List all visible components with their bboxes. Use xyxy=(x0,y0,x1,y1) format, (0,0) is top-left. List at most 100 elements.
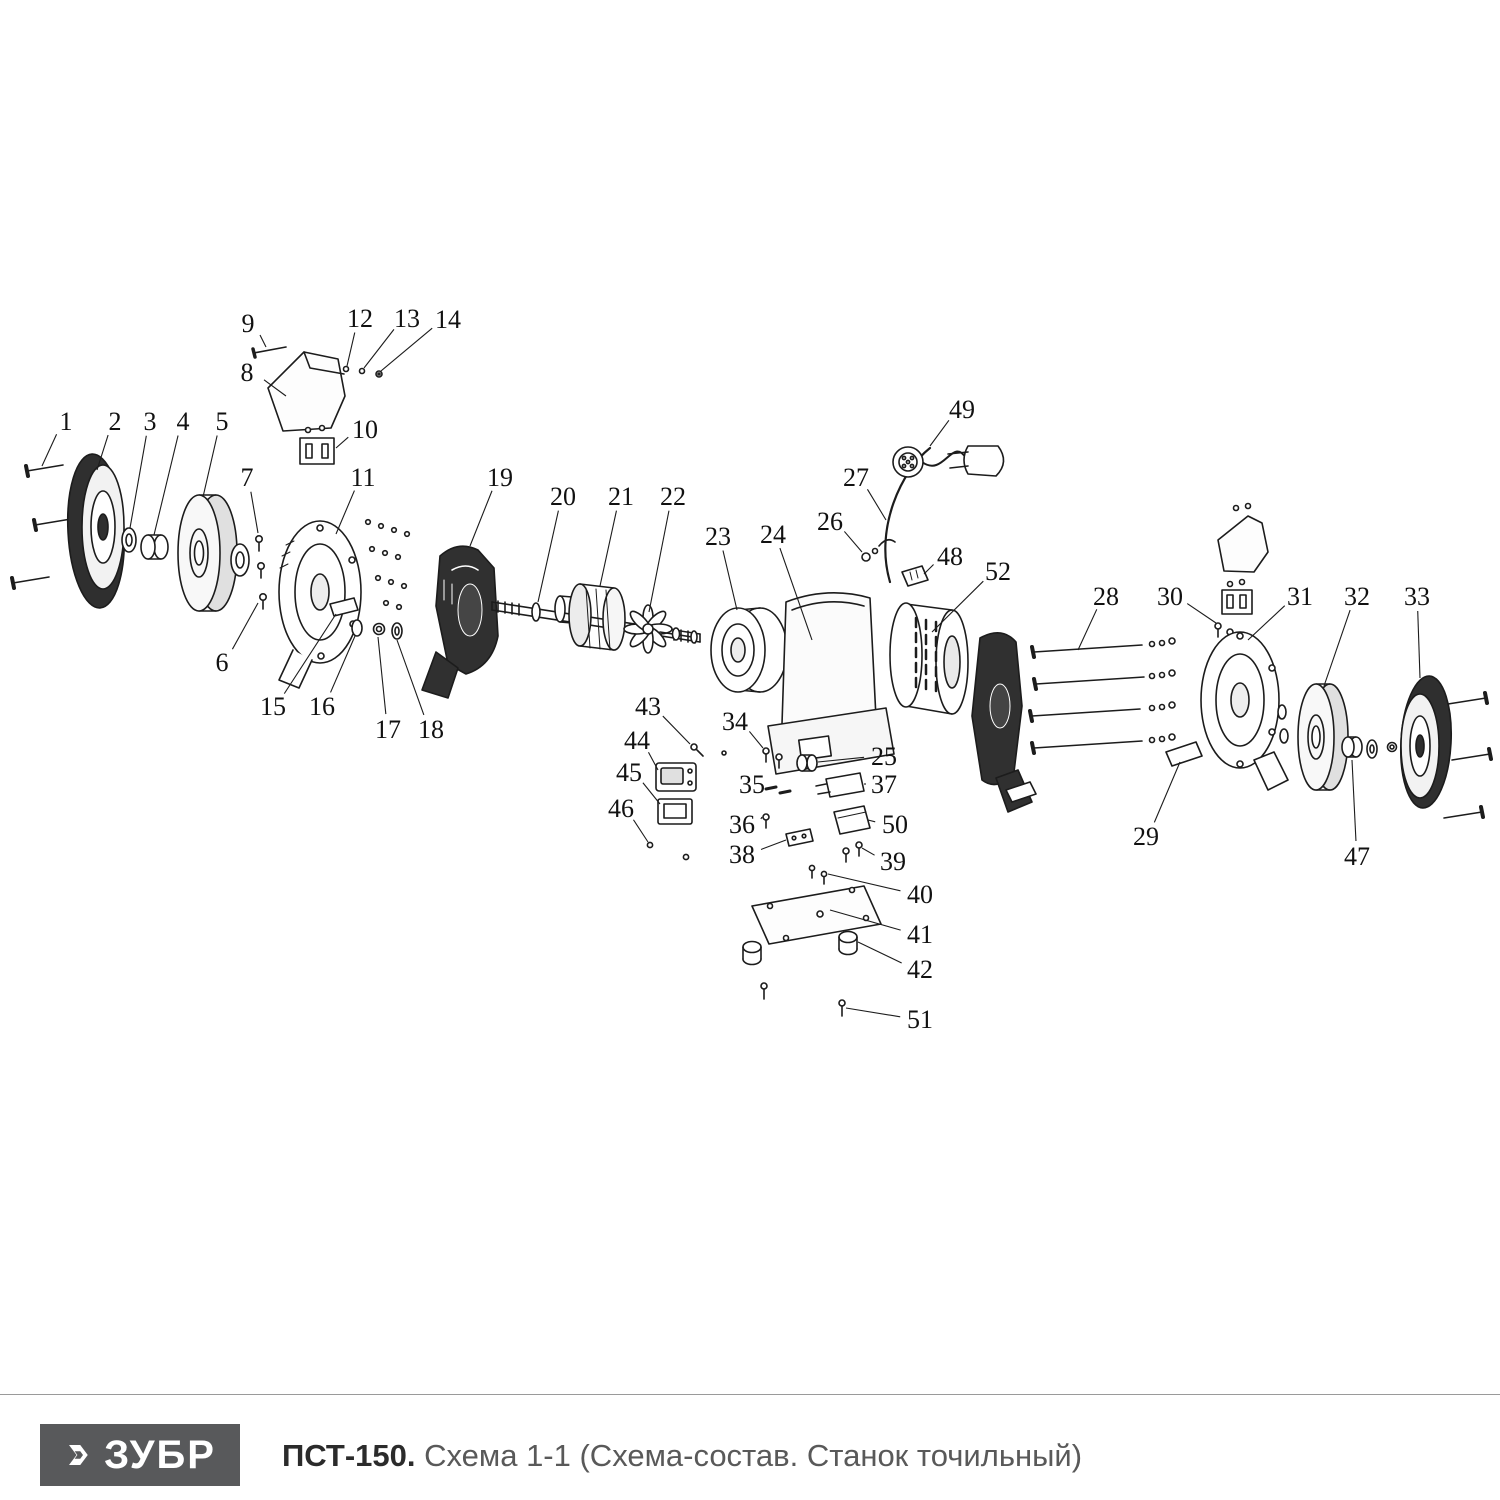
leader-line-13 xyxy=(363,329,395,369)
leader-line-3 xyxy=(129,435,147,529)
part-switch-screws-small xyxy=(646,841,690,861)
leader-line-4 xyxy=(153,435,179,536)
part-number-26: 26 xyxy=(817,507,843,536)
leader-line-49 xyxy=(929,420,950,447)
part-spark-guard-right xyxy=(1217,502,1269,615)
leader-line-28 xyxy=(1077,609,1098,651)
part-small-fasteners-top-left xyxy=(342,365,383,378)
part-right-mount-bolts xyxy=(1443,691,1493,819)
part-stator xyxy=(889,602,969,715)
part-number-33: 33 xyxy=(1404,582,1430,611)
part-wheel-cover-right xyxy=(1200,631,1289,791)
leader-line-33 xyxy=(1417,610,1421,679)
leader-line-32 xyxy=(1323,609,1351,687)
part-number-23: 23 xyxy=(705,522,731,551)
part-number-10: 10 xyxy=(352,415,378,444)
part-number-34: 34 xyxy=(722,707,748,736)
part-spacer-right xyxy=(1341,736,1398,759)
part-number-37: 37 xyxy=(871,770,897,799)
part-number-30: 30 xyxy=(1157,582,1183,611)
part-switch-plate xyxy=(657,798,693,825)
part-number-44: 44 xyxy=(624,726,650,755)
part-number-13: 13 xyxy=(394,304,420,333)
part-screws-51 xyxy=(760,982,846,1017)
leader-line-50 xyxy=(867,819,876,823)
part-number-46: 46 xyxy=(608,794,634,823)
part-number-1: 1 xyxy=(60,407,73,436)
part-number-50: 50 xyxy=(882,810,908,839)
leader-line-25 xyxy=(817,756,865,763)
leader-line-17 xyxy=(377,636,387,715)
part-bracket-38 xyxy=(785,828,814,847)
leader-line-42 xyxy=(857,941,902,964)
leader-line-9 xyxy=(259,334,267,348)
leader-line-48 xyxy=(923,564,934,575)
leader-line-23 xyxy=(722,550,738,611)
part-wheel-guard-left xyxy=(66,453,126,609)
part-number-29: 29 xyxy=(1133,822,1159,851)
leader-line-22 xyxy=(648,510,670,613)
part-number-36: 36 xyxy=(729,810,755,839)
leader-line-12 xyxy=(346,332,356,367)
part-tool-rest-right xyxy=(1165,741,1203,767)
leader-line-5 xyxy=(202,435,218,498)
part-number-8: 8 xyxy=(241,358,254,387)
part-end-housing-left xyxy=(421,545,499,699)
part-tool-rest-left xyxy=(329,597,403,640)
part-spark-guard-screw xyxy=(251,346,287,359)
part-sleeve-25 xyxy=(796,754,818,772)
part-number-31: 31 xyxy=(1287,582,1313,611)
leader-line-2 xyxy=(96,434,109,471)
part-number-35: 35 xyxy=(739,770,765,799)
part-end-housing-right xyxy=(971,632,1037,813)
part-rubber-feet xyxy=(742,930,858,966)
part-fan xyxy=(623,604,698,654)
leader-line-52 xyxy=(931,580,984,633)
leader-line-46 xyxy=(632,819,649,843)
part-mains-plug xyxy=(947,445,1005,477)
part-number-14: 14 xyxy=(435,305,461,334)
part-capacitor-37 xyxy=(815,772,865,798)
part-screws-39 xyxy=(842,841,863,863)
part-number-5: 5 xyxy=(216,407,229,436)
part-wheel-cover-left xyxy=(278,520,362,689)
footer-divider xyxy=(0,1394,1500,1395)
part-number-49: 49 xyxy=(949,395,975,424)
part-number-48: 48 xyxy=(937,542,963,571)
scheme-subtitle: Схема 1-1 (Схема-состав. Станок точильны… xyxy=(424,1438,1083,1473)
part-switch-screw xyxy=(690,743,727,757)
leader-line-7 xyxy=(250,491,259,534)
part-number-6: 6 xyxy=(216,648,229,677)
part-number-12: 12 xyxy=(347,304,373,333)
part-number-41: 41 xyxy=(907,920,933,949)
part-flange-washer-left xyxy=(230,543,250,577)
leader-line-34 xyxy=(748,731,764,749)
part-rotor xyxy=(554,583,626,651)
part-screw-36 xyxy=(762,813,770,829)
zubr-logo-icon xyxy=(69,1445,88,1465)
part-number-38: 38 xyxy=(729,840,755,869)
leader-line-51 xyxy=(845,1007,901,1018)
leader-line-16 xyxy=(330,635,356,693)
leader-line-10 xyxy=(335,436,349,449)
part-number-9: 9 xyxy=(242,309,255,338)
leader-line-15 xyxy=(283,613,337,694)
leader-line-21 xyxy=(599,510,617,587)
leader-line-29 xyxy=(1153,761,1181,823)
part-spacer-4 xyxy=(140,534,169,560)
part-number-39: 39 xyxy=(880,847,906,876)
part-number-22: 22 xyxy=(660,482,686,511)
part-long-bolts xyxy=(1028,637,1176,755)
part-number-16: 16 xyxy=(309,692,335,721)
part-number-7: 7 xyxy=(241,463,254,492)
part-number-28: 28 xyxy=(1093,582,1119,611)
model-number: ПСТ-150. xyxy=(282,1438,416,1473)
part-screws-40 xyxy=(808,864,828,885)
part-number-11: 11 xyxy=(350,463,375,492)
part-bearing-cup xyxy=(710,607,788,693)
part-number-43: 43 xyxy=(635,692,661,721)
part-spark-guard-left xyxy=(267,351,346,432)
leader-line-44 xyxy=(647,752,659,771)
